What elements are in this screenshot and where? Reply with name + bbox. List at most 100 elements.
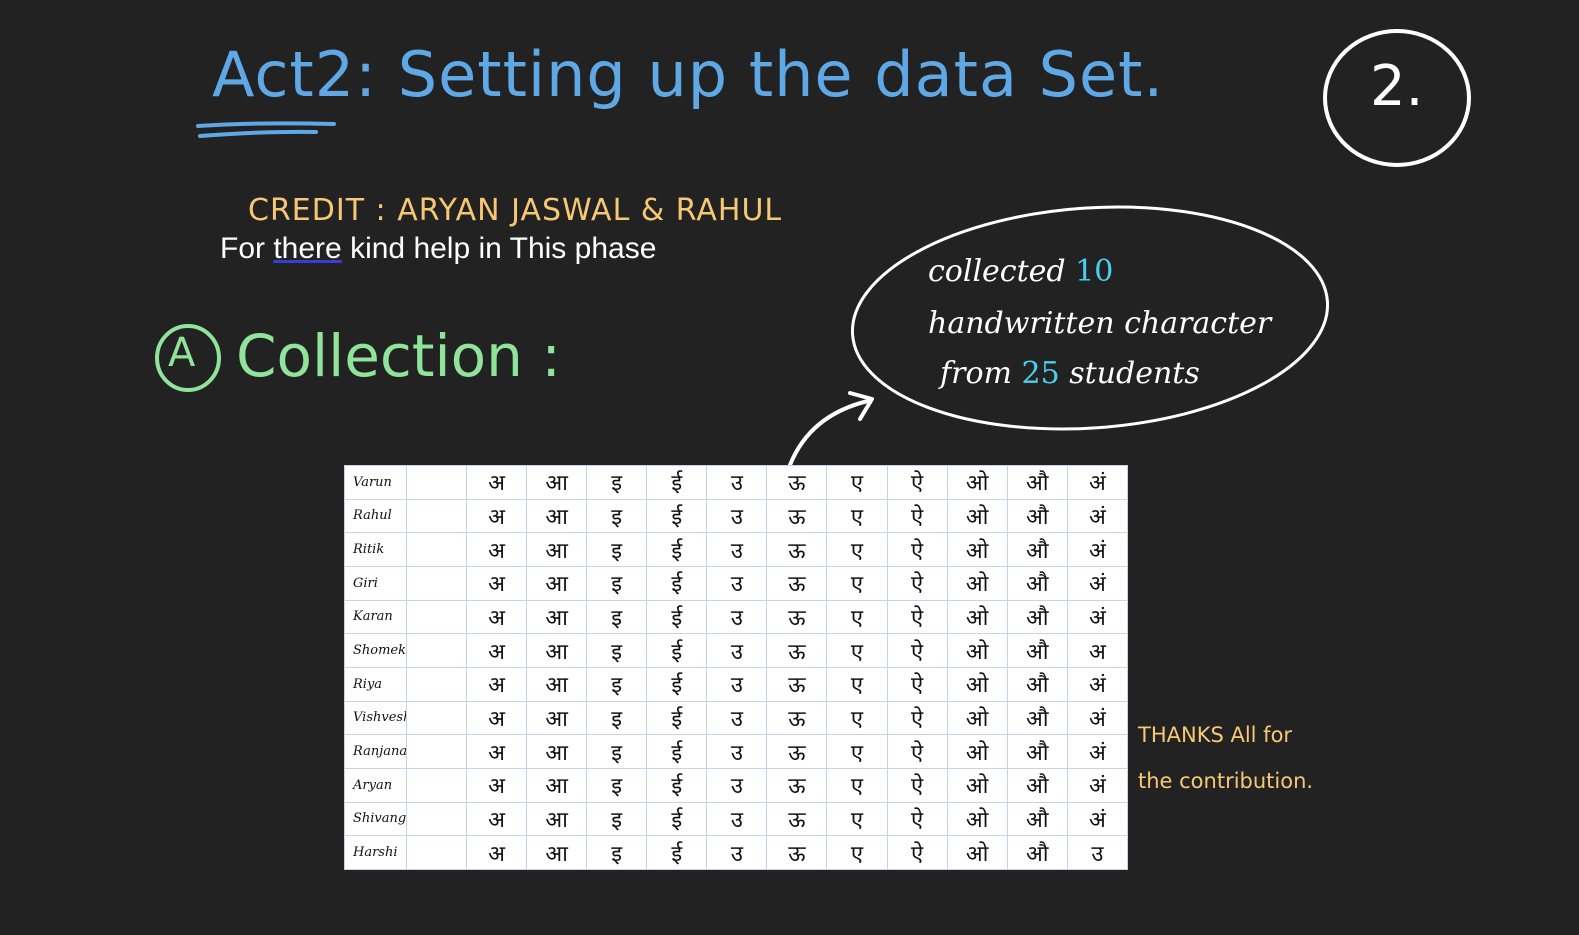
- section-marker-letter: A: [168, 330, 196, 376]
- character-cell: अं: [1066, 767, 1129, 803]
- character-cell: ए: [826, 532, 888, 567]
- empty-cell: [406, 767, 467, 803]
- empty-cell: [406, 565, 467, 601]
- credit-line: CREDIT : ARYAN JASWAL & RAHUL: [248, 193, 783, 228]
- character-cell: आ: [526, 801, 588, 837]
- character-cell: इ: [586, 734, 648, 769]
- character-cell: ऐ: [886, 633, 948, 668]
- character-cell: अ: [465, 734, 528, 769]
- character-cell: अ: [465, 835, 528, 870]
- character-cell: ई: [646, 532, 708, 567]
- character-cell: ई: [646, 633, 708, 668]
- character-cell: ए: [826, 465, 888, 500]
- character-cell: ए: [826, 565, 888, 601]
- character-cell: उ: [706, 532, 768, 567]
- character-cell: उ: [706, 835, 768, 870]
- empty-cell: [406, 734, 467, 769]
- character-cell: आ: [526, 498, 588, 534]
- character-cell: औ: [1006, 666, 1068, 702]
- character-cell: आ: [526, 835, 588, 870]
- character-cell: ए: [826, 700, 888, 736]
- character-cell: अं: [1066, 700, 1129, 736]
- character-cell: ऊ: [766, 734, 828, 769]
- character-cell: उ: [706, 666, 768, 702]
- bubble-line3-prefix: from: [940, 356, 1022, 391]
- character-cell: ऐ: [886, 565, 948, 601]
- character-cell: औ: [1006, 734, 1068, 769]
- character-cell: इ: [586, 767, 648, 803]
- thanks-line-2: the contribution.: [1138, 769, 1314, 793]
- character-cell: अं: [1066, 734, 1129, 769]
- character-cell: ऐ: [886, 767, 948, 803]
- character-cell: ए: [826, 767, 888, 803]
- empty-cell: [406, 700, 467, 736]
- character-cell: ऐ: [886, 835, 948, 870]
- student-name: Rahul: [344, 498, 407, 534]
- credit-subtitle: For there kind help in This phase: [220, 232, 656, 266]
- character-cell: ई: [646, 767, 708, 803]
- character-cell: ओ: [946, 801, 1008, 837]
- character-cell: अ: [465, 767, 528, 803]
- bubble-line-2: handwritten character: [928, 306, 1272, 341]
- character-cell: औ: [1006, 599, 1068, 635]
- student-name: Ritik: [344, 532, 407, 567]
- character-cell: ओ: [946, 498, 1008, 534]
- character-cell: अ: [465, 565, 528, 601]
- character-cell: ऐ: [886, 599, 948, 635]
- student-name: Ranjana: [344, 734, 407, 769]
- student-name: Riya: [344, 666, 407, 702]
- character-cell: उ: [706, 633, 768, 668]
- empty-cell: [406, 801, 467, 837]
- character-cell: अ: [465, 700, 528, 736]
- character-cell: इ: [586, 532, 648, 567]
- character-cell: ई: [646, 801, 708, 837]
- thanks-line-1: THANKS All for: [1138, 723, 1293, 747]
- character-cell: अं: [1066, 801, 1129, 837]
- character-cell: ऐ: [886, 801, 948, 837]
- character-cell: ई: [646, 666, 708, 702]
- character-cell: ई: [646, 565, 708, 601]
- character-cell: ऊ: [766, 666, 828, 702]
- character-cell: ई: [646, 465, 708, 500]
- student-name: Karan: [344, 599, 407, 635]
- character-cell: ऊ: [766, 465, 828, 500]
- section-marker-circle: [155, 324, 221, 392]
- character-cell: ई: [646, 498, 708, 534]
- empty-cell: [406, 835, 467, 870]
- character-cell: अं: [1066, 666, 1129, 702]
- character-cell: अं: [1066, 465, 1129, 500]
- character-cell: अ: [465, 633, 528, 668]
- character-cell: उ: [706, 734, 768, 769]
- page-number: 2.: [1370, 54, 1424, 119]
- character-cell: उ: [706, 599, 768, 635]
- character-cell: औ: [1006, 700, 1068, 736]
- character-cell: इ: [586, 700, 648, 736]
- character-cell: औ: [1006, 835, 1068, 870]
- character-cell: आ: [526, 633, 588, 668]
- student-name: Shomek: [344, 633, 407, 668]
- student-name: Vishvesh: [344, 700, 407, 736]
- character-cell: ऊ: [766, 767, 828, 803]
- page-number-circle: [1323, 29, 1471, 167]
- page-title: Act2: Setting up the data Set.: [212, 38, 1165, 111]
- character-cell: ऊ: [766, 700, 828, 736]
- empty-cell: [406, 532, 467, 567]
- character-cell: अ: [465, 465, 528, 500]
- character-cell: ऐ: [886, 700, 948, 736]
- character-cell: ई: [646, 734, 708, 769]
- thanks-note: THANKS All for the contribution.: [1138, 712, 1313, 804]
- character-cell: उ: [706, 465, 768, 500]
- callout-bubble: [850, 205, 1330, 431]
- character-cell: ए: [826, 633, 888, 668]
